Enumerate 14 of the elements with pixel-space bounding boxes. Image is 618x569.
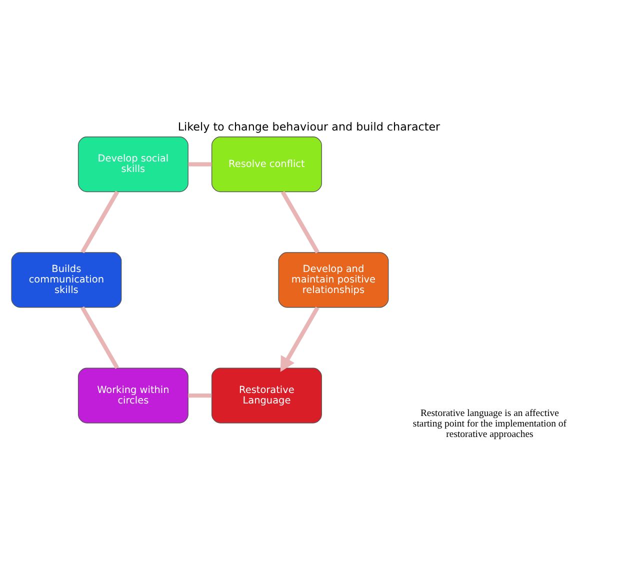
connector [188, 162, 212, 166]
node-box: Restorative Language [211, 367, 322, 423]
node-box: Develop social skills [78, 136, 188, 192]
connector [188, 392, 212, 398]
arrow [280, 306, 320, 372]
node-box: Builds communication skills [11, 252, 122, 308]
connector [80, 306, 119, 368]
connector [80, 190, 120, 253]
node-box: Develop and maintain positive relationships [278, 252, 389, 308]
node-box: Working within circles [78, 367, 188, 423]
connector [280, 190, 320, 253]
diagram-title: Likely to change behaviour and build character [178, 120, 440, 133]
node-box: Resolve conflict [211, 136, 322, 192]
label: Restorative language is an affective starting point for the implementation of restorative approaches [412, 407, 567, 440]
